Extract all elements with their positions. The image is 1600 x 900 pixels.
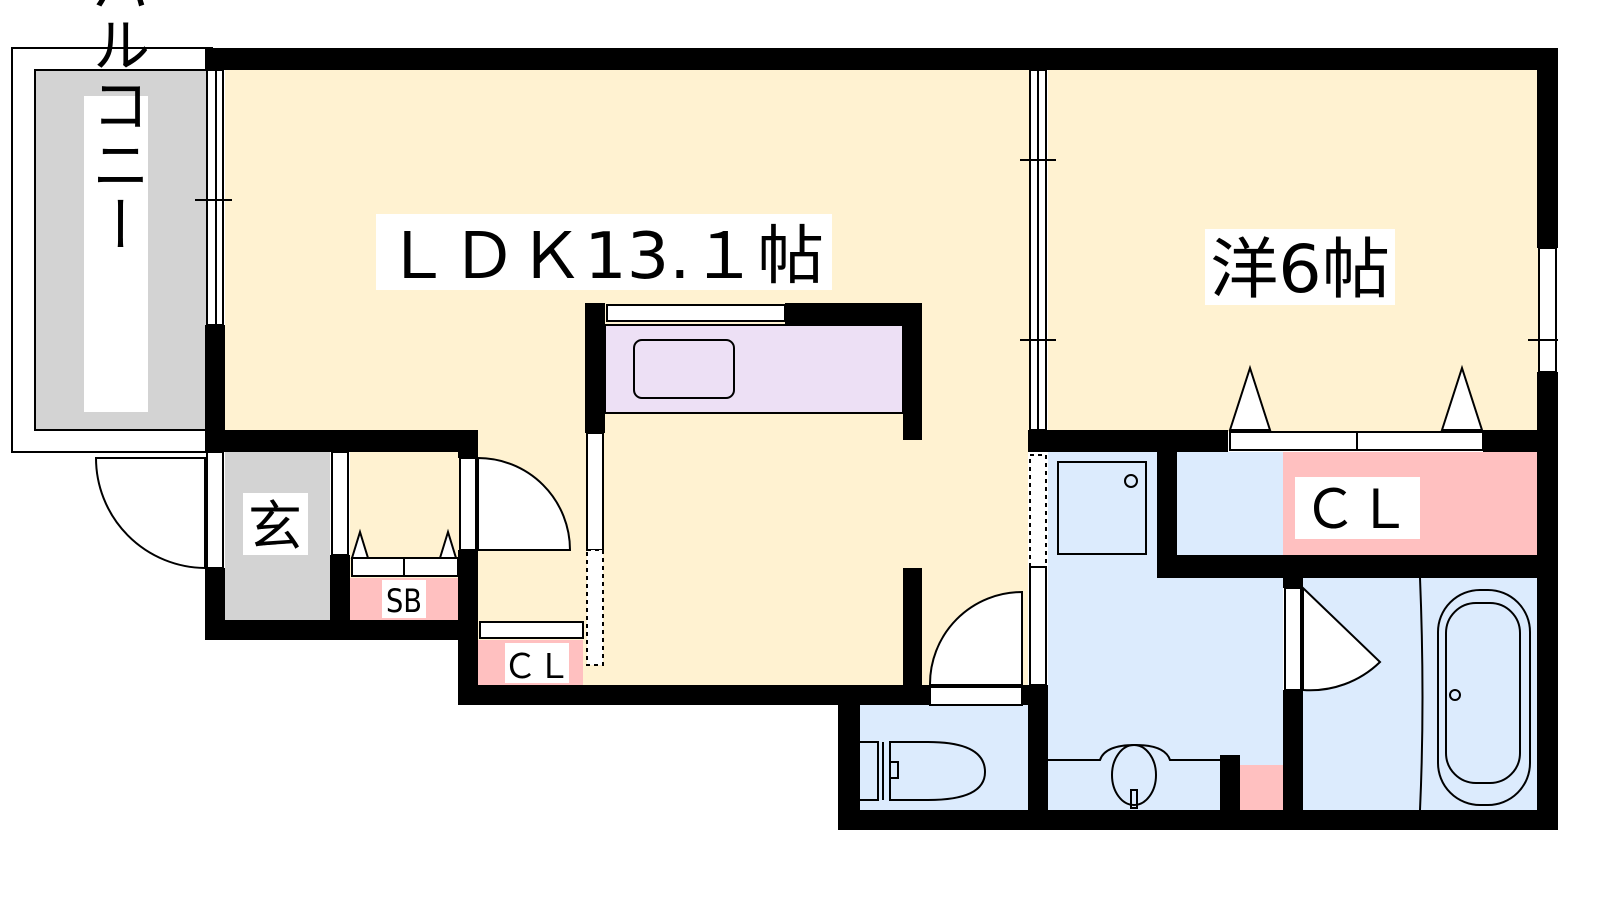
balcony-label: バルコニー: [82, 0, 150, 412]
svg-text:洋6帖: 洋6帖: [1210, 231, 1390, 308]
door-swings: [94, 364, 1484, 692]
closet-door-left: [1228, 364, 1272, 431]
shoebox-label: SB: [382, 580, 426, 620]
svg-text:ＬＤＫ13.１帖: ＬＤＫ13.１帖: [384, 220, 824, 294]
kitchen-sink-icon: [633, 339, 735, 399]
bath-floor: [1303, 578, 1537, 810]
svg-text:ＣＬ: ＣＬ: [1303, 478, 1411, 541]
fixtures: [633, 339, 1531, 811]
toilet-door: [928, 590, 1023, 686]
svg-text:SB: SB: [386, 582, 422, 620]
toilet-floor: [860, 705, 1028, 810]
shoebox-door-right: [438, 528, 458, 559]
kitchen-floor: [604, 324, 904, 414]
windows: [195, 69, 1558, 706]
hall-door: [477, 456, 572, 551]
toilet-icon: [860, 741, 987, 801]
closet-main-label: ＣＬ: [1295, 477, 1420, 541]
bathtub-icon: [1419, 577, 1531, 811]
closet-small-label: ＣＬ: [503, 643, 571, 687]
shoebox-door-left: [350, 528, 370, 559]
western-room-label: 洋6帖: [1205, 229, 1395, 308]
washer-icon: [1057, 461, 1147, 555]
ldk-label: ＬＤＫ13.１帖: [376, 214, 832, 294]
entrance-door: [94, 457, 206, 570]
closet-door-right: [1440, 364, 1484, 431]
svg-text:玄: 玄: [248, 495, 302, 558]
walls: [205, 48, 1558, 830]
entrance-label: 玄: [243, 493, 308, 558]
storage-floor: [1240, 765, 1283, 810]
svg-text:ＣＬ: ＣＬ: [503, 647, 571, 687]
bath-door: [1302, 585, 1382, 692]
svg-text:バルコニー: バルコニー: [82, 0, 150, 254]
